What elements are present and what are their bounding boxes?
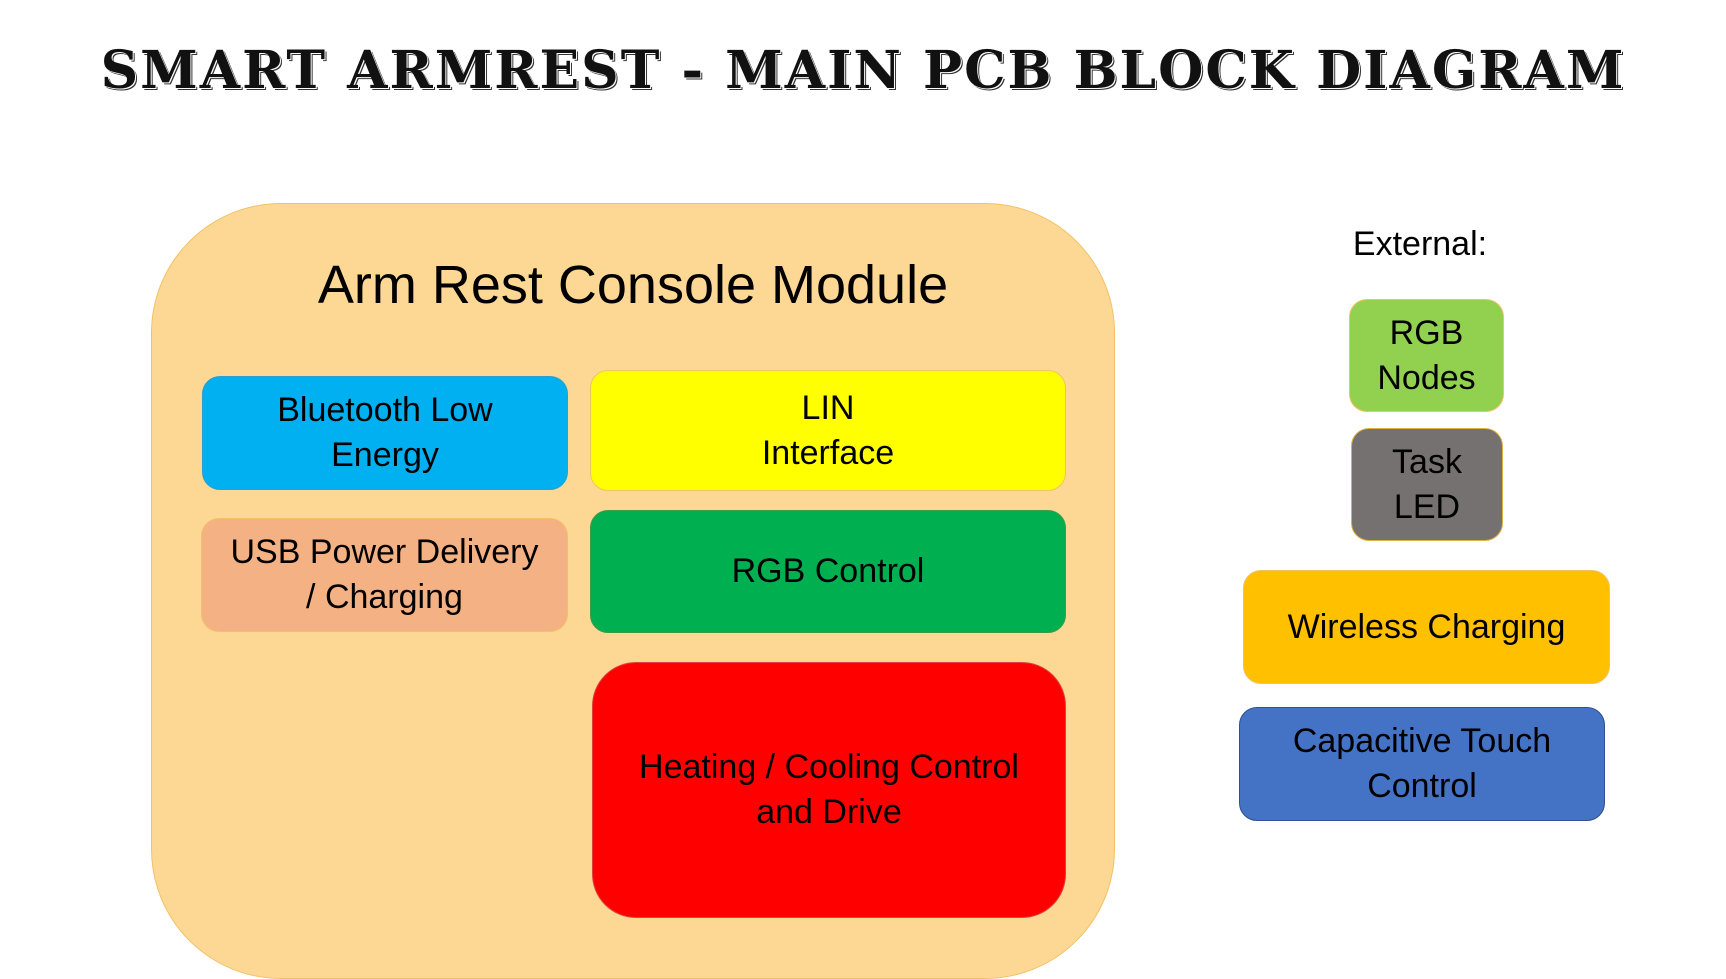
bluetooth-low-energy-block: Bluetooth Low Energy [202,376,568,490]
usb-power-delivery-block: USB Power Delivery / Charging [201,518,568,632]
lin-interface-block: LIN Interface [590,370,1066,491]
block-line: Heating / Cooling Control [639,748,1019,786]
block-line: Bluetooth Low [277,391,493,429]
diagram-title: SMART ARMREST - MAIN PCB BLOCK DIAGRAM [100,40,1626,101]
module-title: Arm Rest Console Module [317,255,949,315]
block-line: Task [1392,442,1462,481]
task-led-block: Task LED [1351,428,1503,541]
rgb-nodes-block: RGB Nodes [1349,299,1504,412]
block-line: / Charging [306,578,463,616]
block-line: Control [1367,767,1477,805]
capacitive-touch-control-block: Capacitive Touch Control [1239,707,1605,821]
block-line: Wireless Charging [1287,607,1566,646]
block-line: RGB Control [731,552,925,590]
block-line: USB Power Delivery [230,533,539,571]
heating-cooling-control-block: Heating / Cooling Control and Drive [592,662,1066,918]
block-line: and Drive [756,793,902,831]
external-label: External: [1352,225,1488,263]
block-line: LED [1393,487,1461,526]
block-line: Capacitive Touch [1292,722,1552,760]
rgb-control-block: RGB Control [590,510,1066,633]
block-line: Nodes [1377,358,1476,397]
block-line: Energy [331,436,439,474]
wireless-charging-block: Wireless Charging [1243,570,1610,684]
block-line: Interface [761,433,895,472]
block-line: RGB [1389,313,1464,352]
block-line: LIN [801,388,855,427]
